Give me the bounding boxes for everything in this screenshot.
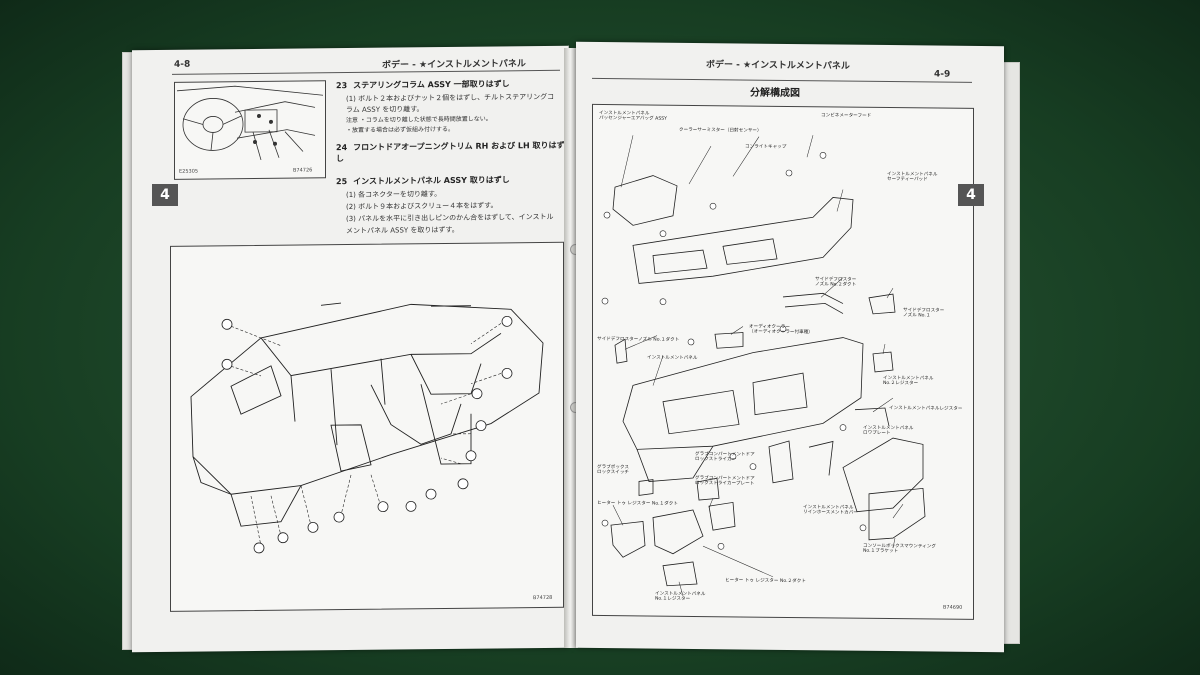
label-lower-plate: インストルメントパネル ロワプレート — [863, 425, 914, 437]
label-reinforcement-cover: インストルメントパネル リインホースメントカバー — [803, 505, 858, 517]
label-panel-safety-pad: インストルメントパネル セーフティーパッド — [887, 172, 938, 183]
inset-code-right: B74726 — [293, 167, 313, 174]
label-dash-lid: コンライトキャップ — [745, 144, 787, 150]
step-25-line-4: メントパネル ASSY を取りはずす。 — [346, 225, 459, 236]
label-heater-register-duct-2: ヒーター トゥ レジスター No.２ダクト — [725, 578, 806, 585]
label-glove-box-lock-switch: グラブボックス ロックスイッチ — [597, 464, 630, 476]
label-console-bracket: コンソールボックスマウンティング No.１ブラケット — [863, 543, 936, 555]
step-25-line-2: (2) ボルト９本およびスクリュー４本をはずす。 — [346, 201, 498, 212]
left-page-header: ボデー - ★インストルメントパネル — [382, 59, 526, 71]
exploded-figure-code: B74690 — [943, 604, 963, 611]
instrument-panel-removal-figure: B74728 — [170, 241, 564, 612]
label-side-defroster-duct-2: サイドデフロスター ノズル No.２ダクト — [815, 277, 857, 289]
label-instrument-panel: インストルメントパネル — [647, 355, 698, 362]
right-header-rule — [592, 77, 972, 83]
label-side-defroster-nozzle-1: サイドデフロスター ノズル No.１ — [903, 308, 945, 319]
steering-column-inset-figure: E25305 B74726 — [174, 80, 326, 180]
section-title: 分解構成図 — [750, 87, 800, 100]
exploded-view-drawing — [601, 135, 926, 596]
step-title: インストルメントパネル ASSY 取りはずし — [353, 175, 510, 186]
left-page: 4-8 ボデー - ★インストルメントパネル E2 — [132, 45, 569, 653]
right-page: ボデー - ★インストルメントパネル 4-9 分解構成図 — [576, 41, 1004, 653]
step-25-line-1: (1) 各コネクターを切り離す。 — [346, 190, 442, 200]
right-page-number: 4-9 — [934, 69, 951, 80]
step-23-line-1: (1) ボルト２本およびナット２個をはずし、チルトステアリングコ — [346, 92, 555, 104]
label-glove-striker-plate: グラブコンパートメントドア ロックストライカープレート — [695, 476, 755, 488]
step-25-line-3: (3) パネルを水平に引き出しピンのかん合をはずして、インストル — [346, 212, 554, 224]
right-page-header: ボデー - ★インストルメントパネル — [706, 60, 850, 72]
label-audio-cooler: オーディオクーラー （オーディオクーラー付車種） — [749, 324, 813, 336]
step-23-line-2: ラム ASSY を切り離す。 — [346, 105, 424, 115]
step-number: 24 — [336, 143, 348, 153]
label-side-defroster-duct-1: サイドデフロスターノズル No.１ダクト — [597, 336, 680, 343]
left-header-rule — [172, 69, 560, 75]
book-spine — [564, 48, 578, 648]
label-panel-register-no1: インストルメントパネル No.１レジスター — [655, 591, 706, 603]
step-23-heading: 23 ステアリングコラム ASSY 一部取りはずし — [336, 78, 510, 91]
left-page-number: 4-8 — [174, 59, 191, 70]
left-chapter-tab: 4 — [152, 184, 178, 206]
step-number: 23 — [336, 81, 348, 91]
label-passenger-airbag: インストルメントパネル パッセンジャーエアバッグ ASSY — [599, 110, 667, 123]
step-25-heading: 25 インストルメントパネル ASSY 取りはずし — [336, 174, 510, 187]
main-figure-code: B74728 — [533, 594, 553, 602]
instrument-panel-removal-drawing — [190, 302, 544, 554]
label-glove-striker: グラブコンパートメントドア ロックストライカー — [695, 452, 755, 463]
right-chapter-tab: 4 — [958, 184, 984, 206]
inset-code-left: E25305 — [179, 168, 199, 175]
label-combination-meter-hood: コンビネメーターフード — [821, 113, 872, 119]
exploded-view-figure: インストルメントパネル パッセンジャーエアバッグ ASSY クーラーサーミスター… — [592, 103, 974, 620]
steering-column-drawing — [176, 85, 324, 161]
step-title: ステアリングコラム ASSY 一部取りはずし — [353, 79, 510, 90]
step-title: フロントドアオープニングトリム RH および LH 取りはずし — [336, 140, 565, 164]
label-heater-register-duct-1: ヒーター トゥ レジスター No.１ダクト — [597, 500, 678, 507]
open-service-manual: 4-8 ボデー - ★インストルメントパネル E2 — [118, 38, 1020, 658]
label-cooler-thermistor: クーラーサーミスター（日射センサー） — [679, 127, 762, 134]
label-panel-register: インストルメントパネルレジスター — [889, 406, 963, 412]
step-number: 25 — [336, 177, 348, 187]
label-panel-register-no2: インストルメントパネル No.２レジスター — [883, 375, 934, 387]
step-23-caution-2: ・放置する場合は必ず仮組み付けする。 — [346, 125, 455, 135]
